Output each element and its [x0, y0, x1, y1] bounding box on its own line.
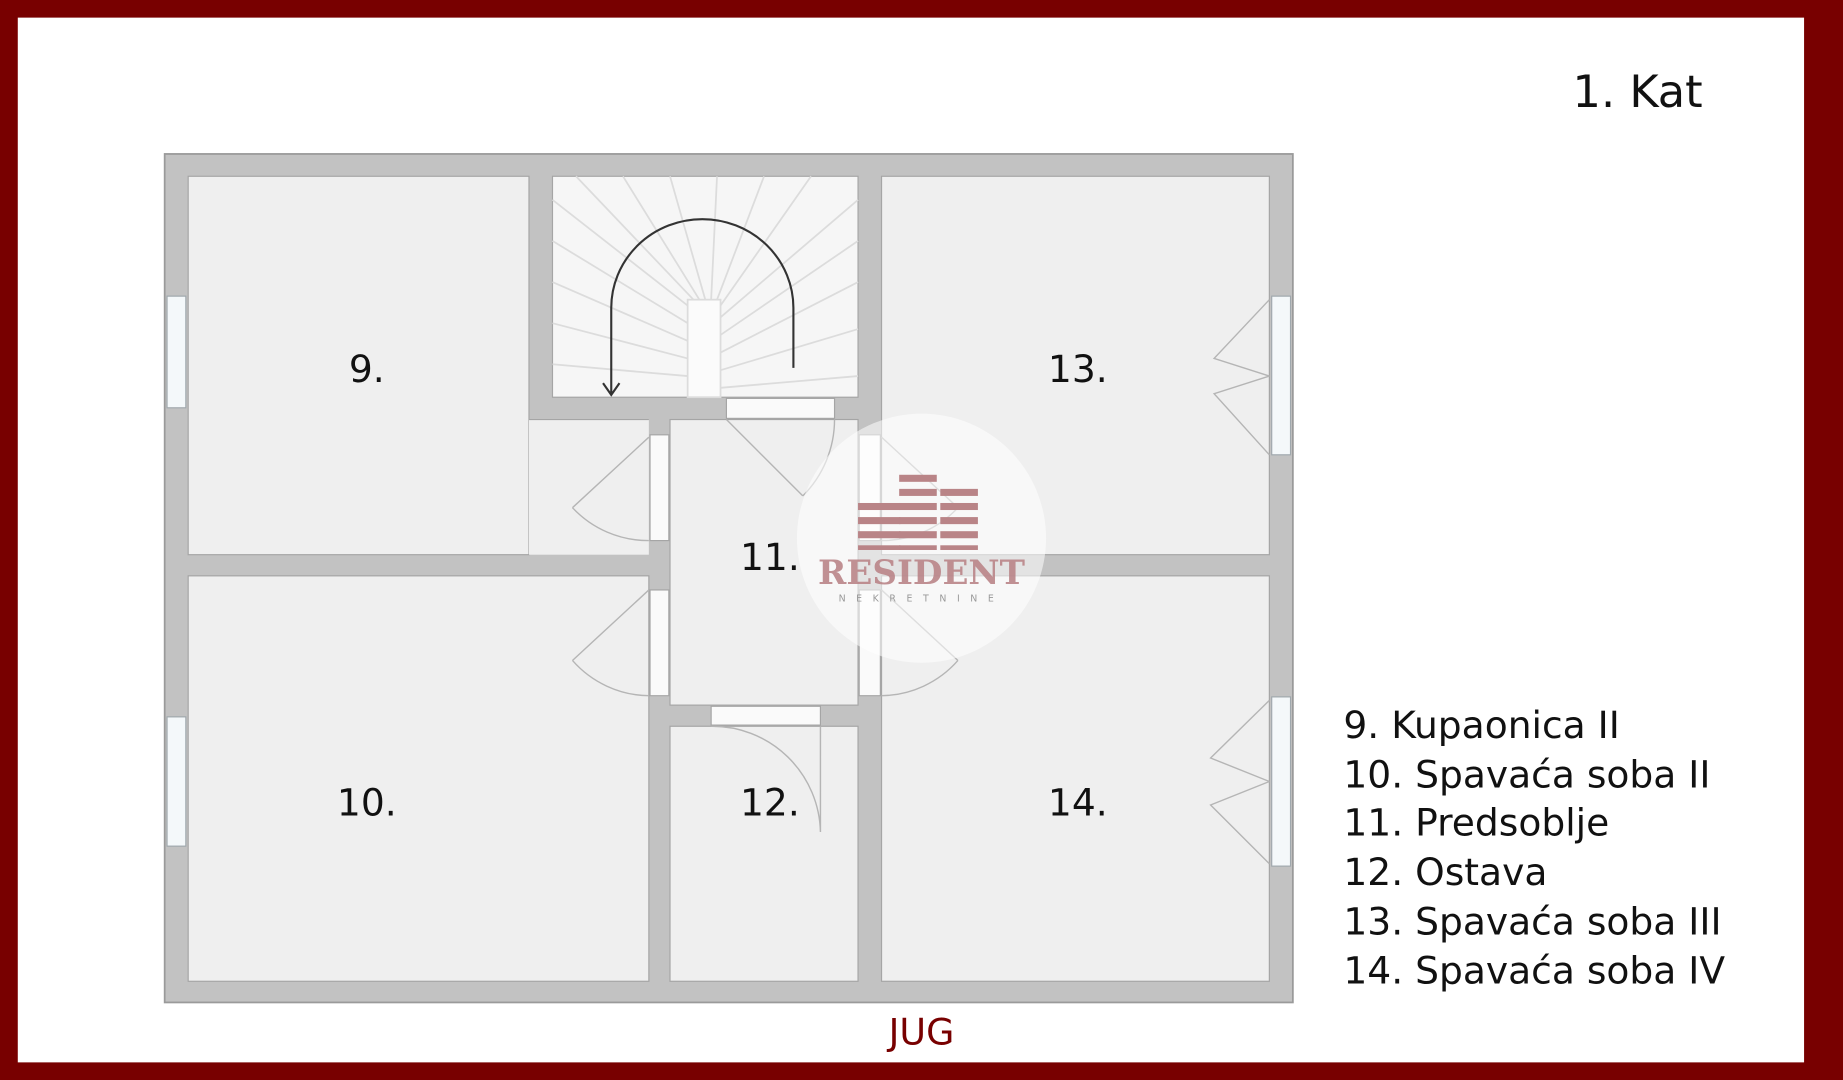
watermark-brand: RESIDENT	[818, 553, 1026, 593]
staircase	[551, 175, 859, 399]
room-label-9: 9.	[349, 347, 385, 391]
windows	[166, 295, 1292, 867]
floor-title: 1. Kat	[1573, 66, 1703, 118]
legend-item: 11. Predsoblje	[1343, 801, 1609, 845]
orientation-label-south: JUG	[887, 1011, 955, 1054]
room-9	[187, 175, 530, 556]
room-legend: 9. Kupaonica II 10. Spavaća soba II 11. …	[1343, 703, 1725, 993]
room-label-11: 11.	[740, 535, 800, 579]
legend-item: 10. Spavaća soba II	[1343, 752, 1710, 796]
resident-watermark-logo: RESIDENT NEKRETNINE	[796, 413, 1047, 663]
legend-item: 12. Ostava	[1343, 850, 1547, 894]
room-10	[187, 575, 650, 982]
room-label-10: 10.	[337, 781, 397, 825]
watermark-subtitle: NEKRETNINE	[839, 594, 1005, 605]
floor-plan	[163, 153, 1294, 1004]
legend-item: 14. Spavaća soba IV	[1343, 949, 1725, 993]
room-label-12: 12.	[740, 781, 800, 825]
room-label-13: 13.	[1048, 347, 1108, 391]
stair-direction-arrow	[602, 218, 795, 397]
room-label-14: 14.	[1048, 781, 1108, 825]
room-12	[669, 725, 859, 982]
legend-item: 9. Kupaonica II	[1343, 703, 1619, 747]
legend-item: 13. Spavaća soba III	[1343, 899, 1721, 943]
